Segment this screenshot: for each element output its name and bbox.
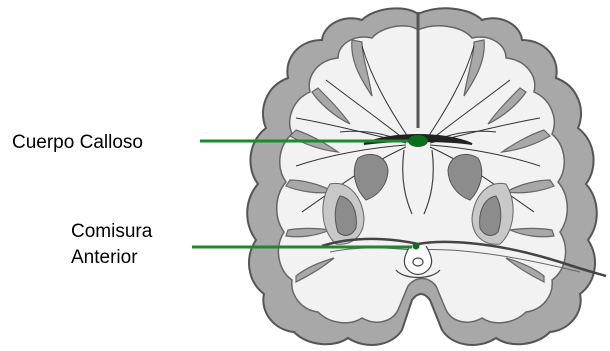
third-ventricle — [404, 246, 431, 275]
white-matter — [277, 26, 568, 323]
corpus-callosum-label: Cuerpo Calloso — [12, 132, 143, 154]
anterior-commissure-label-line2: Anterior — [71, 247, 138, 269]
anterior-commissure-label-line1: Comisura — [71, 221, 152, 243]
corpus-callosum-pointer-dot — [408, 135, 428, 147]
anterior-commissure-pointer-dot — [413, 243, 420, 250]
